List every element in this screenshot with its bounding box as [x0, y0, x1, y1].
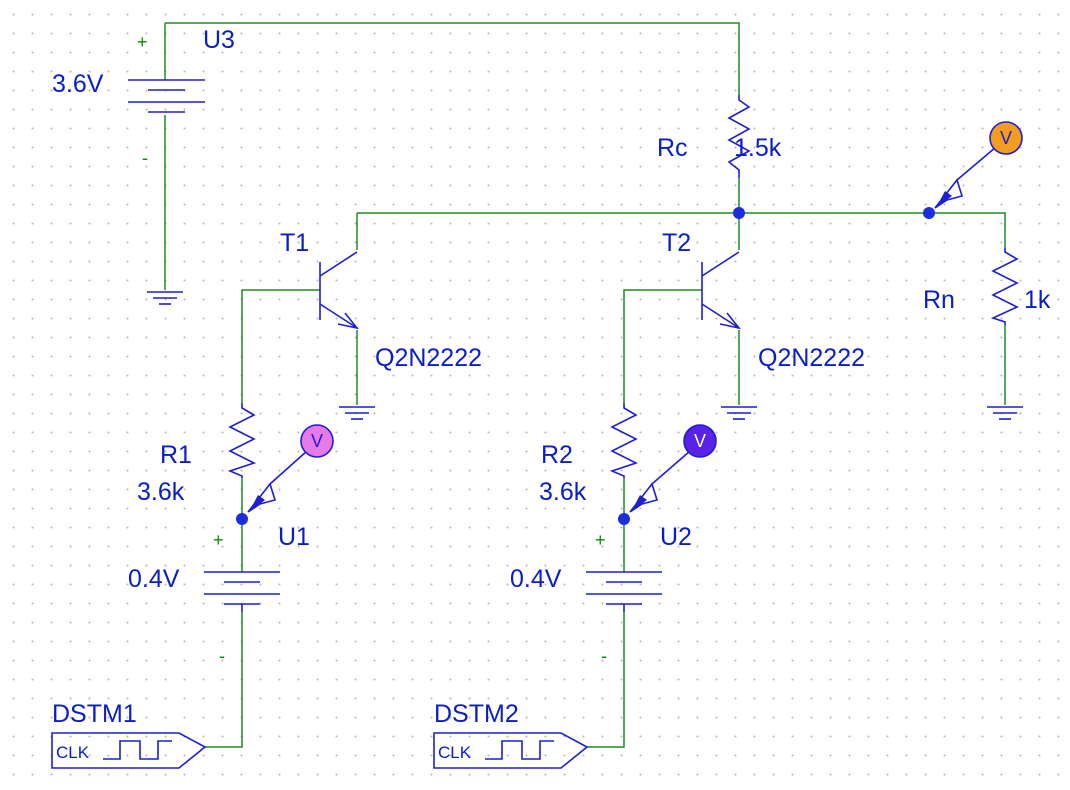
- ground-u3: [147, 291, 183, 305]
- ground-t2: [721, 406, 757, 420]
- wire-output-bus[interactable]: [357, 212, 1006, 248]
- wire-top-rail[interactable]: [165, 22, 740, 95]
- transistor-t2[interactable]: T2 Q2N2222: [662, 229, 865, 372]
- r1-ref-label: R1: [160, 441, 192, 469]
- wire-u1-dstm1[interactable]: [205, 612, 243, 748]
- battery-u3[interactable]: + - U3 3.6V: [52, 26, 235, 168]
- u2-value-label: 0.4V: [510, 565, 562, 593]
- wire-t2-base[interactable]: [623, 289, 702, 403]
- u2-ref-label: U2: [660, 523, 692, 551]
- stimulus-dstm2[interactable]: CLK DSTM2: [433, 700, 589, 769]
- probe-r1-circle: [300, 424, 334, 458]
- dstm2-ref-label: DSTM2: [434, 700, 519, 728]
- t2-ref-label: T2: [662, 229, 691, 257]
- wire-t1-base[interactable]: [241, 289, 320, 403]
- voltage-probe-out[interactable]: V: [934, 121, 1023, 209]
- ground-t1: [339, 406, 375, 420]
- voltage-probe-r1[interactable]: V: [247, 424, 334, 513]
- wires: [164, 22, 1006, 748]
- dstm1-ref-label: DSTM1: [52, 700, 137, 728]
- u1-value-label: 0.4V: [128, 565, 180, 593]
- wire-u2-dstm2[interactable]: [587, 612, 625, 748]
- ground-rn: [987, 406, 1023, 420]
- r2-ref-label: R2: [541, 441, 573, 469]
- resistor-rn[interactable]: Rn 1k: [923, 248, 1051, 325]
- t1-ref-label: T1: [280, 229, 309, 257]
- u3-value-label: 3.6V: [52, 70, 104, 98]
- junction-probe-out[interactable]: [923, 207, 935, 219]
- junctions: [236, 207, 935, 525]
- rn-ref-label: Rn: [923, 286, 955, 314]
- probe-out-label: V: [1000, 128, 1012, 148]
- voltage-probe-r2[interactable]: V: [629, 424, 717, 513]
- dstm1-pin-label: CLK: [56, 743, 90, 762]
- resistor-rc[interactable]: Rc 1.5k: [657, 95, 782, 178]
- dstm2-pin-label: CLK: [438, 743, 472, 762]
- probe-r2-circle: [683, 424, 717, 458]
- probe-out-circle: [989, 121, 1023, 155]
- resistor-r2[interactable]: R2 3.6k: [539, 403, 639, 506]
- t1-model-label: Q2N2222: [375, 344, 482, 372]
- t2-model-label: Q2N2222: [758, 344, 865, 372]
- rc-ref-label: Rc: [657, 134, 688, 162]
- u1-ref-label: U1: [278, 523, 310, 551]
- u3-plus-sign: +: [137, 32, 148, 52]
- r2-value-label: 3.6k: [539, 478, 587, 506]
- transistor-t1[interactable]: T1 Q2N2222: [280, 229, 482, 372]
- u2-plus-sign: +: [595, 530, 606, 550]
- rc-value-label: 1.5k: [734, 134, 782, 162]
- junction-r2-u2[interactable]: [618, 513, 630, 525]
- u3-ref-label: U3: [203, 26, 235, 54]
- probe-r1-label: V: [311, 431, 323, 451]
- u3-minus-sign: -: [142, 148, 148, 168]
- u1-minus-sign: -: [219, 646, 225, 666]
- junction-r1-u1[interactable]: [236, 513, 248, 525]
- probe-r2-label: V: [694, 431, 706, 451]
- junction-output[interactable]: [733, 207, 745, 219]
- rn-value-label: 1k: [1024, 286, 1051, 314]
- stimulus-dstm1[interactable]: CLK DSTM1: [51, 700, 207, 769]
- battery-u2[interactable]: + - U2 0.4V: [510, 523, 692, 666]
- r1-value-label: 3.6k: [137, 478, 185, 506]
- battery-u1[interactable]: + - U1 0.4V: [128, 523, 310, 666]
- resistor-r1[interactable]: R1 3.6k: [137, 403, 257, 506]
- u2-minus-sign: -: [601, 646, 607, 666]
- u1-plus-sign: +: [213, 530, 224, 550]
